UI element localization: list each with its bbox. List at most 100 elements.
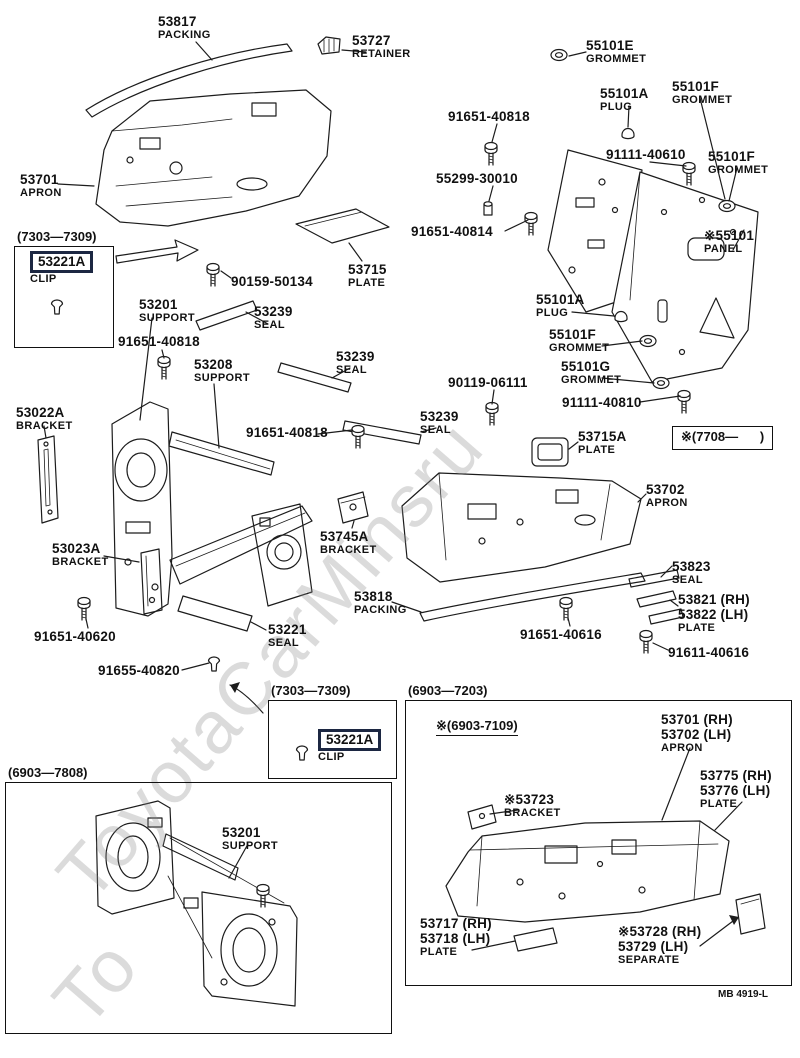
label-90159-50134: 90159-50134 — [231, 274, 313, 289]
label-55101f-grommet-top-line1: 55101F — [672, 79, 719, 94]
label-6903-7109-range-line1: ※(6903-7109) — [436, 718, 518, 736]
label-91655-40820: 91655-40820 — [98, 663, 180, 678]
label-55101f-grommet-mid-line1: 55101F — [549, 327, 596, 342]
label-53728-53729-separate-line2: 53729 (LH) — [618, 939, 689, 955]
label-53727-line2: RETAINER — [352, 48, 411, 61]
label-53818-packing-line2: PACKING — [354, 604, 407, 617]
label-53701-53702-apron-line2: 53702 (LH) — [661, 727, 732, 743]
label-53717-53718-plate-line2: 53718 (LH) — [420, 931, 491, 947]
label-53023a-bracket-line2: BRACKET — [52, 556, 109, 569]
label-53221a-clip-1-line1: 53221A — [30, 251, 94, 274]
label-53821-53822-plate-line1: 53821 (RH) — [678, 592, 750, 607]
label-53817-line1: 53817 — [158, 14, 197, 29]
label-53728-53729-separate-line3: SEPARATE — [618, 954, 680, 967]
region-6903-7203: (6903—7203) — [405, 683, 792, 986]
plate-53715a-drawing — [531, 437, 569, 467]
label-53821-53822-plate-line3: PLATE — [678, 622, 716, 635]
label-53221a-clip-2-line2: CLIP — [318, 751, 345, 764]
label-91651-40818-top-line1: 91651-40818 — [448, 109, 530, 124]
label-53723-bracket-line1: ※53723 — [504, 792, 555, 807]
region-7303-7309-mid: (7303—7309) — [268, 683, 397, 779]
label-53701-apron-line1: 53701 — [20, 172, 59, 187]
label-53775-53776-plate: 53775 (RH)53776 (LH)PLATE — [700, 768, 772, 811]
label-53023a-bracket-line1: 53023A — [52, 541, 101, 556]
label-53221a-clip-1-line2: CLIP — [30, 273, 57, 286]
label-53701-53702-apron: 53701 (RH)53702 (LH)APRON — [661, 712, 733, 755]
label-53239-seal-top-line2: SEAL — [254, 319, 285, 332]
label-53775-53776-plate-line2: 53776 (LH) — [700, 783, 771, 799]
support-53201-drawing — [111, 401, 313, 632]
label-53823-seal-line1: 53823 — [672, 559, 711, 574]
label-53715a-plate-line2: PLATE — [578, 444, 616, 457]
apron-assembly-bottom-drawing — [445, 804, 766, 952]
label-53723-bracket-line2: BRACKET — [504, 807, 561, 820]
support-53201-bottom-drawing — [95, 800, 298, 1007]
label-55101-panel-line1: ※55101 — [704, 228, 755, 243]
label-91611-40616-line1: 91611-40616 — [668, 645, 750, 660]
leader-lines — [43, 41, 745, 951]
bracket-53745a-drawing — [337, 491, 369, 524]
arrowhead-separate — [729, 915, 739, 925]
label-91611-40616: 91611-40616 — [668, 645, 749, 660]
label-53701-apron-line2: APRON — [20, 187, 62, 200]
arrowhead-clip-to-support — [230, 682, 240, 693]
label-53702-apron-line2: APRON — [646, 497, 688, 510]
label-53821-53822-plate-line2: 53822 (LH) — [678, 607, 749, 623]
label-55101g-grommet-line1: 55101G — [561, 359, 611, 374]
label-53702-apron-line1: 53702 — [646, 482, 685, 497]
label-91651-40620-line1: 91651-40620 — [34, 629, 116, 644]
label-53701-53702-apron-line3: APRON — [661, 742, 703, 755]
label-53775-53776-plate-line1: 53775 (RH) — [700, 768, 772, 783]
label-53239-seal-low-line1: 53239 — [420, 409, 459, 424]
apron-53701-drawing — [95, 89, 332, 227]
seal-strips-53239 — [195, 300, 422, 445]
packing-53818-drawing — [419, 572, 646, 622]
label-91655-40820-line1: 91655-40820 — [98, 663, 180, 678]
label-55299-30010: 55299-30010 — [436, 171, 518, 186]
label-53715-plate-line1: 53715 — [348, 262, 387, 277]
region-6903-7203-caption: (6903—7203) — [408, 683, 492, 698]
label-53221a-clip-2-line1: 53221A — [318, 729, 382, 752]
label-53728-53729-separate: ※53728 (RH)53729 (LH)SEPARATE — [618, 924, 701, 967]
apron-53702-drawing — [401, 472, 642, 583]
label-7708-range: ※(7708— ) — [672, 426, 774, 450]
label-91111-40810-line1: 91111-40810 — [562, 395, 642, 410]
label-91651-40616-line1: 91651-40616 — [520, 627, 602, 642]
retainer-53727-drawing — [317, 36, 341, 55]
plate-53715-drawing — [295, 208, 390, 244]
label-91651-40818-mid-line1: 91651-40818 — [246, 425, 328, 440]
label-53817-line2: PACKING — [158, 29, 211, 42]
label-53715-plate-line2: PLATE — [348, 277, 386, 290]
label-55101a-plug-mid-line1: 55101A — [536, 292, 585, 307]
label-7708-range-line1: ※(7708— ) — [681, 429, 765, 444]
region-6903-7808-caption: (6903—7808) — [8, 765, 92, 780]
label-55101f-grommet-mid-line2: GROMMET — [549, 342, 610, 355]
label-55101a-plug-mid-line2: PLUG — [536, 307, 569, 320]
label-91651-40818-mid: 91651-40818 — [246, 425, 328, 440]
label-55101f-grommet-top-line2: GROMMET — [672, 94, 733, 107]
label-55101e-grommet-line2: GROMMET — [586, 53, 647, 66]
label-53239-seal-mid-line1: 53239 — [336, 349, 375, 364]
label-6903-7109-range: ※(6903-7109) — [436, 718, 518, 736]
